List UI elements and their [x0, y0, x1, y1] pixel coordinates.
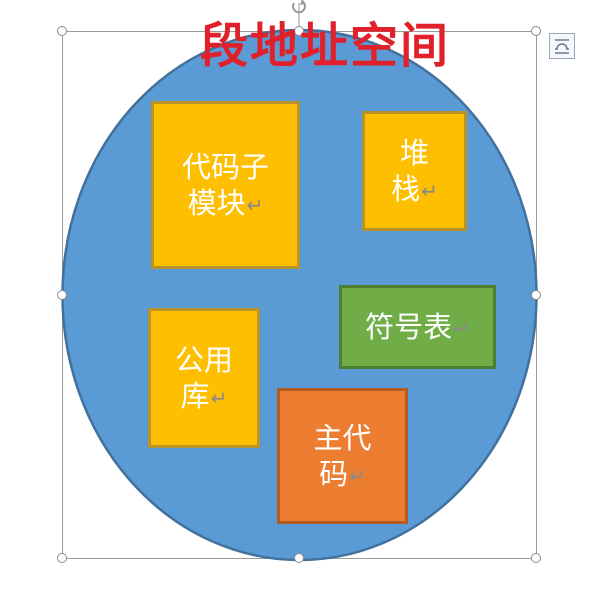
rotate-handle-icon[interactable]	[292, 0, 306, 14]
layout-options-glyph	[555, 39, 569, 54]
main-code-line-1: 主代	[313, 420, 372, 455]
stack-box[interactable]: 堆 栈↵	[362, 111, 467, 231]
code-module-line-2: 模块↵	[188, 185, 264, 221]
symbol-table-line-1: 符号表↵	[365, 309, 470, 345]
code-module-line-1: 代码子	[181, 149, 269, 184]
stack-line-1: 堆	[399, 135, 429, 170]
selection-handles[interactable]	[57, 26, 541, 563]
paragraph-mark-icon: ↵	[349, 463, 366, 488]
stack-line-2: 栈↵	[391, 171, 438, 207]
handle-top-center[interactable]	[294, 26, 304, 36]
paragraph-mark-icon: ↵	[246, 192, 264, 217]
main-code-line-2-text: 码	[319, 457, 349, 491]
public-library-box[interactable]: 公用 库↵	[148, 308, 260, 448]
handle-bottom-left[interactable]	[57, 553, 67, 563]
handle-top-right[interactable]	[531, 26, 541, 36]
handle-bottom-center[interactable]	[294, 553, 304, 563]
main-code-line-2: 码↵	[319, 456, 366, 492]
symbol-table-box[interactable]: 符号表↵	[339, 285, 496, 369]
stack-line-2-text: 栈	[391, 172, 421, 206]
layout-options-icon[interactable]	[549, 33, 575, 59]
paragraph-mark-icon: ↵	[210, 385, 228, 410]
public-library-line-2: 库↵	[181, 378, 228, 414]
code-module-line-2-text: 模块	[187, 186, 246, 220]
handle-bottom-right[interactable]	[531, 553, 541, 563]
handle-top-left[interactable]	[57, 26, 67, 36]
diagram-title: 段地址空间	[199, 18, 450, 74]
paragraph-mark-icon: ↵	[453, 316, 470, 341]
public-library-line-1: 公用	[174, 342, 233, 377]
code-module-box[interactable]: 代码子 模块↵	[151, 101, 300, 269]
symbol-table-text: 符号表	[365, 309, 453, 344]
handle-middle-right[interactable]	[531, 290, 541, 300]
public-library-line-2-text: 库	[180, 379, 210, 413]
main-code-box[interactable]: 主代 码↵	[277, 388, 408, 524]
paragraph-mark-icon: ↵	[421, 178, 438, 203]
handle-middle-left[interactable]	[57, 290, 67, 300]
